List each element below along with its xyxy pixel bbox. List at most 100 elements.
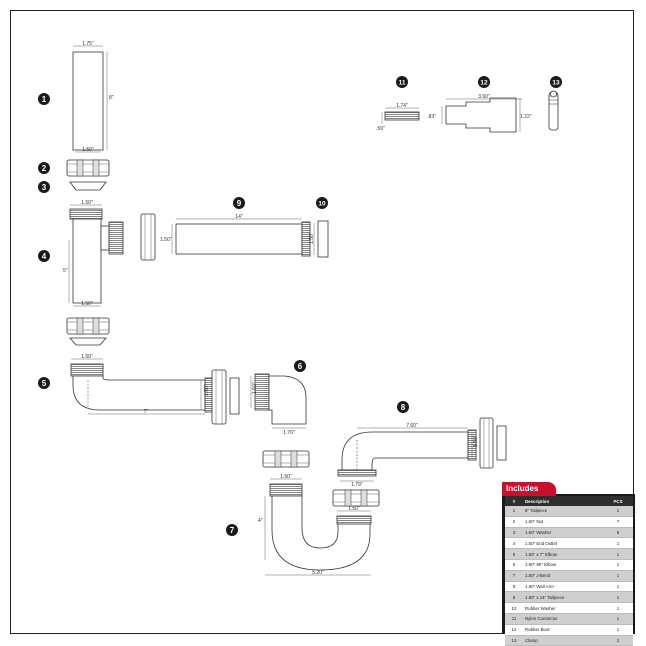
- svg-text:2: 2: [42, 164, 47, 173]
- badge-5: 5: [38, 377, 50, 389]
- row-pcs: 1: [603, 581, 633, 593]
- row-number: 1: [505, 506, 523, 517]
- part-12-rubber-boot: 3.60" .83" 1.22": [427, 94, 532, 133]
- dim-connector-len: 1.74": [396, 103, 408, 109]
- part-3-washer-end: [496, 425, 507, 461]
- badge-4: 4: [38, 250, 50, 262]
- dim-tailpiece-w: 1.75": [82, 41, 94, 47]
- part-1-tailpiece: 1.75" 8" 1.50": [72, 41, 114, 153]
- dim-tailpiece-h: 8": [109, 95, 114, 101]
- dim-wallarm-len: 7.60": [406, 423, 418, 429]
- dim-end-outlet-top: 1.50": [81, 200, 93, 206]
- part-2-nut-jbend: [262, 450, 310, 468]
- part-3-washer-lower: [69, 337, 107, 346]
- row-description: Clamp: [523, 635, 603, 646]
- row-description: Nylon Connector: [523, 613, 603, 625]
- row-pcs: 2: [603, 635, 633, 646]
- row-description: 1.50" Washer: [523, 527, 603, 539]
- header-number: #: [505, 496, 523, 506]
- dim-washer10-dia: 1.50": [309, 232, 315, 244]
- svg-text:5: 5: [42, 379, 47, 388]
- svg-text:4: 4: [42, 252, 47, 261]
- row-pcs: 7: [603, 516, 633, 528]
- row-number: 12: [505, 624, 523, 636]
- row-number: 2: [505, 516, 523, 528]
- dim-boot-big: 1.22": [520, 114, 532, 120]
- part-7-j-bend: 1.50" 4" 1.50" 5.20": [258, 474, 372, 576]
- part-13-clamp: [548, 90, 559, 131]
- row-pcs: 1: [603, 602, 633, 614]
- svg-text:10: 10: [318, 201, 326, 208]
- part-4-end-outlet: 1.50" 5" 1.50": [63, 200, 124, 307]
- dim-elbow5-top: 1.50": [81, 354, 93, 360]
- badge-8: 8: [397, 401, 409, 413]
- dim-connector-dia: .59": [376, 126, 385, 132]
- dim-boot-len: 3.60": [478, 94, 490, 100]
- row-description: 1.50" x 7" Elbow: [523, 548, 603, 560]
- part-2-nut: [66, 159, 110, 177]
- badge-1: 1: [38, 93, 50, 105]
- part-3-washer: [69, 181, 107, 191]
- part-11-nylon-connector: 1.74" .59": [376, 103, 420, 132]
- svg-text:6: 6: [298, 362, 303, 371]
- row-description: 1.50" Nut: [523, 516, 603, 528]
- part-2-nut-lower: [66, 317, 110, 335]
- badge-13: 13: [550, 76, 562, 88]
- row-description: Rubber Boot: [523, 624, 603, 636]
- svg-text:7: 7: [230, 526, 235, 535]
- dim-elbow5-len: 7": [144, 409, 149, 415]
- dim-tailpiece-bottom: 1.50": [82, 147, 94, 153]
- badge-10: 10: [316, 197, 328, 209]
- dim-elbow6-w: 1.70": [283, 430, 295, 436]
- badge-2: 2: [38, 162, 50, 174]
- svg-text:9: 9: [237, 199, 242, 208]
- badge-7: 7: [226, 524, 238, 536]
- row-pcs: 1: [603, 613, 633, 625]
- part-10-rubber-washer: 1.50": [309, 220, 329, 258]
- badge-11: 11: [396, 76, 408, 88]
- includes-title: Includes: [502, 482, 557, 496]
- row-number: 3: [505, 527, 523, 539]
- row-pcs: 1: [603, 548, 633, 560]
- row-pcs: 1: [603, 506, 633, 517]
- diagram-frame: [10, 10, 634, 634]
- part-2-nut-end: [479, 417, 494, 469]
- svg-text:13: 13: [552, 80, 560, 87]
- svg-text:11: 11: [399, 80, 406, 87]
- dim-tailpiece14-len: 14": [235, 214, 243, 220]
- row-description: 1.50" x 14" Tailpiece: [523, 591, 603, 604]
- part-3-washer-elbow: [229, 377, 240, 415]
- dim-boot-small: .83": [427, 114, 436, 120]
- dim-wallarm-dia: 1.50": [473, 435, 479, 447]
- part-9-tailpiece-14: 14" 1.50": [160, 214, 311, 257]
- row-description: 1.50" 90° Elbow: [523, 559, 603, 571]
- part-6-90-elbow: 1.70" 1.50": [250, 373, 307, 436]
- row-number: 4: [505, 537, 523, 550]
- row-description: 1.50" J-Bend: [523, 570, 603, 582]
- includes-header-row: # Description PCS: [505, 496, 633, 506]
- header-pcs: PCS: [603, 496, 633, 506]
- row-description: 8" Tailpiece: [523, 506, 603, 517]
- dim-jbend-h: 4": [258, 518, 263, 524]
- badge-12: 12: [478, 76, 490, 88]
- row-number: 9: [505, 591, 523, 604]
- badge-3: 3: [38, 181, 50, 193]
- dim-wallarm-bottom: 1.79": [351, 482, 363, 488]
- part-2-nut-vertical: [140, 213, 156, 261]
- svg-text:12: 12: [480, 80, 488, 87]
- row-pcs: 1: [603, 624, 633, 636]
- row-number: 6: [505, 559, 523, 571]
- dim-elbow6-dia: 1.50": [252, 382, 258, 394]
- dim-jbend-top: 1.50": [280, 474, 292, 480]
- part-2-nut-elbow: [211, 369, 227, 425]
- row-description: 1.50" Wall Arm: [523, 581, 603, 593]
